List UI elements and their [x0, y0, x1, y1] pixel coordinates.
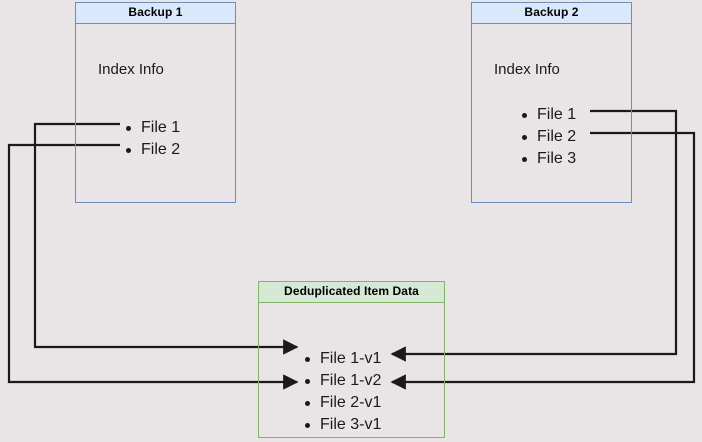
- list-item: File 2-v1: [303, 392, 381, 414]
- backup2-box[interactable]: Backup 2 Index Info File 1 File 2 File 3: [471, 2, 632, 203]
- backup2-body: Index Info File 1 File 2 File 3: [472, 24, 631, 202]
- backup1-box[interactable]: Backup 1 Index Info File 1 File 2: [75, 2, 236, 203]
- deduplicated-item-data-box[interactable]: Deduplicated Item Data File 1-v1 File 1-…: [258, 281, 445, 438]
- list-item: File 2: [124, 139, 180, 161]
- list-item: File 1-v2: [303, 370, 381, 392]
- dedup-header: Deduplicated Item Data: [259, 282, 444, 303]
- list-item: File 1: [520, 104, 576, 126]
- list-item: File 3: [520, 148, 576, 170]
- backup1-header: Backup 1: [76, 3, 235, 24]
- backup1-file-list: File 1 File 2: [124, 117, 180, 161]
- backup2-header: Backup 2: [472, 3, 631, 24]
- list-item: File 1-v1: [303, 348, 381, 370]
- dedup-item-list: File 1-v1 File 1-v2 File 2-v1 File 3-v1: [303, 348, 381, 436]
- dedup-body: File 1-v1 File 1-v2 File 2-v1 File 3-v1: [259, 303, 444, 437]
- backup1-caption: Index Info: [98, 61, 164, 78]
- list-item: File 3-v1: [303, 414, 381, 436]
- backup1-body: Index Info File 1 File 2: [76, 24, 235, 202]
- list-item: File 1: [124, 117, 180, 139]
- backup2-caption: Index Info: [494, 61, 560, 78]
- backup2-file-list: File 1 File 2 File 3: [520, 104, 576, 170]
- list-item: File 2: [520, 126, 576, 148]
